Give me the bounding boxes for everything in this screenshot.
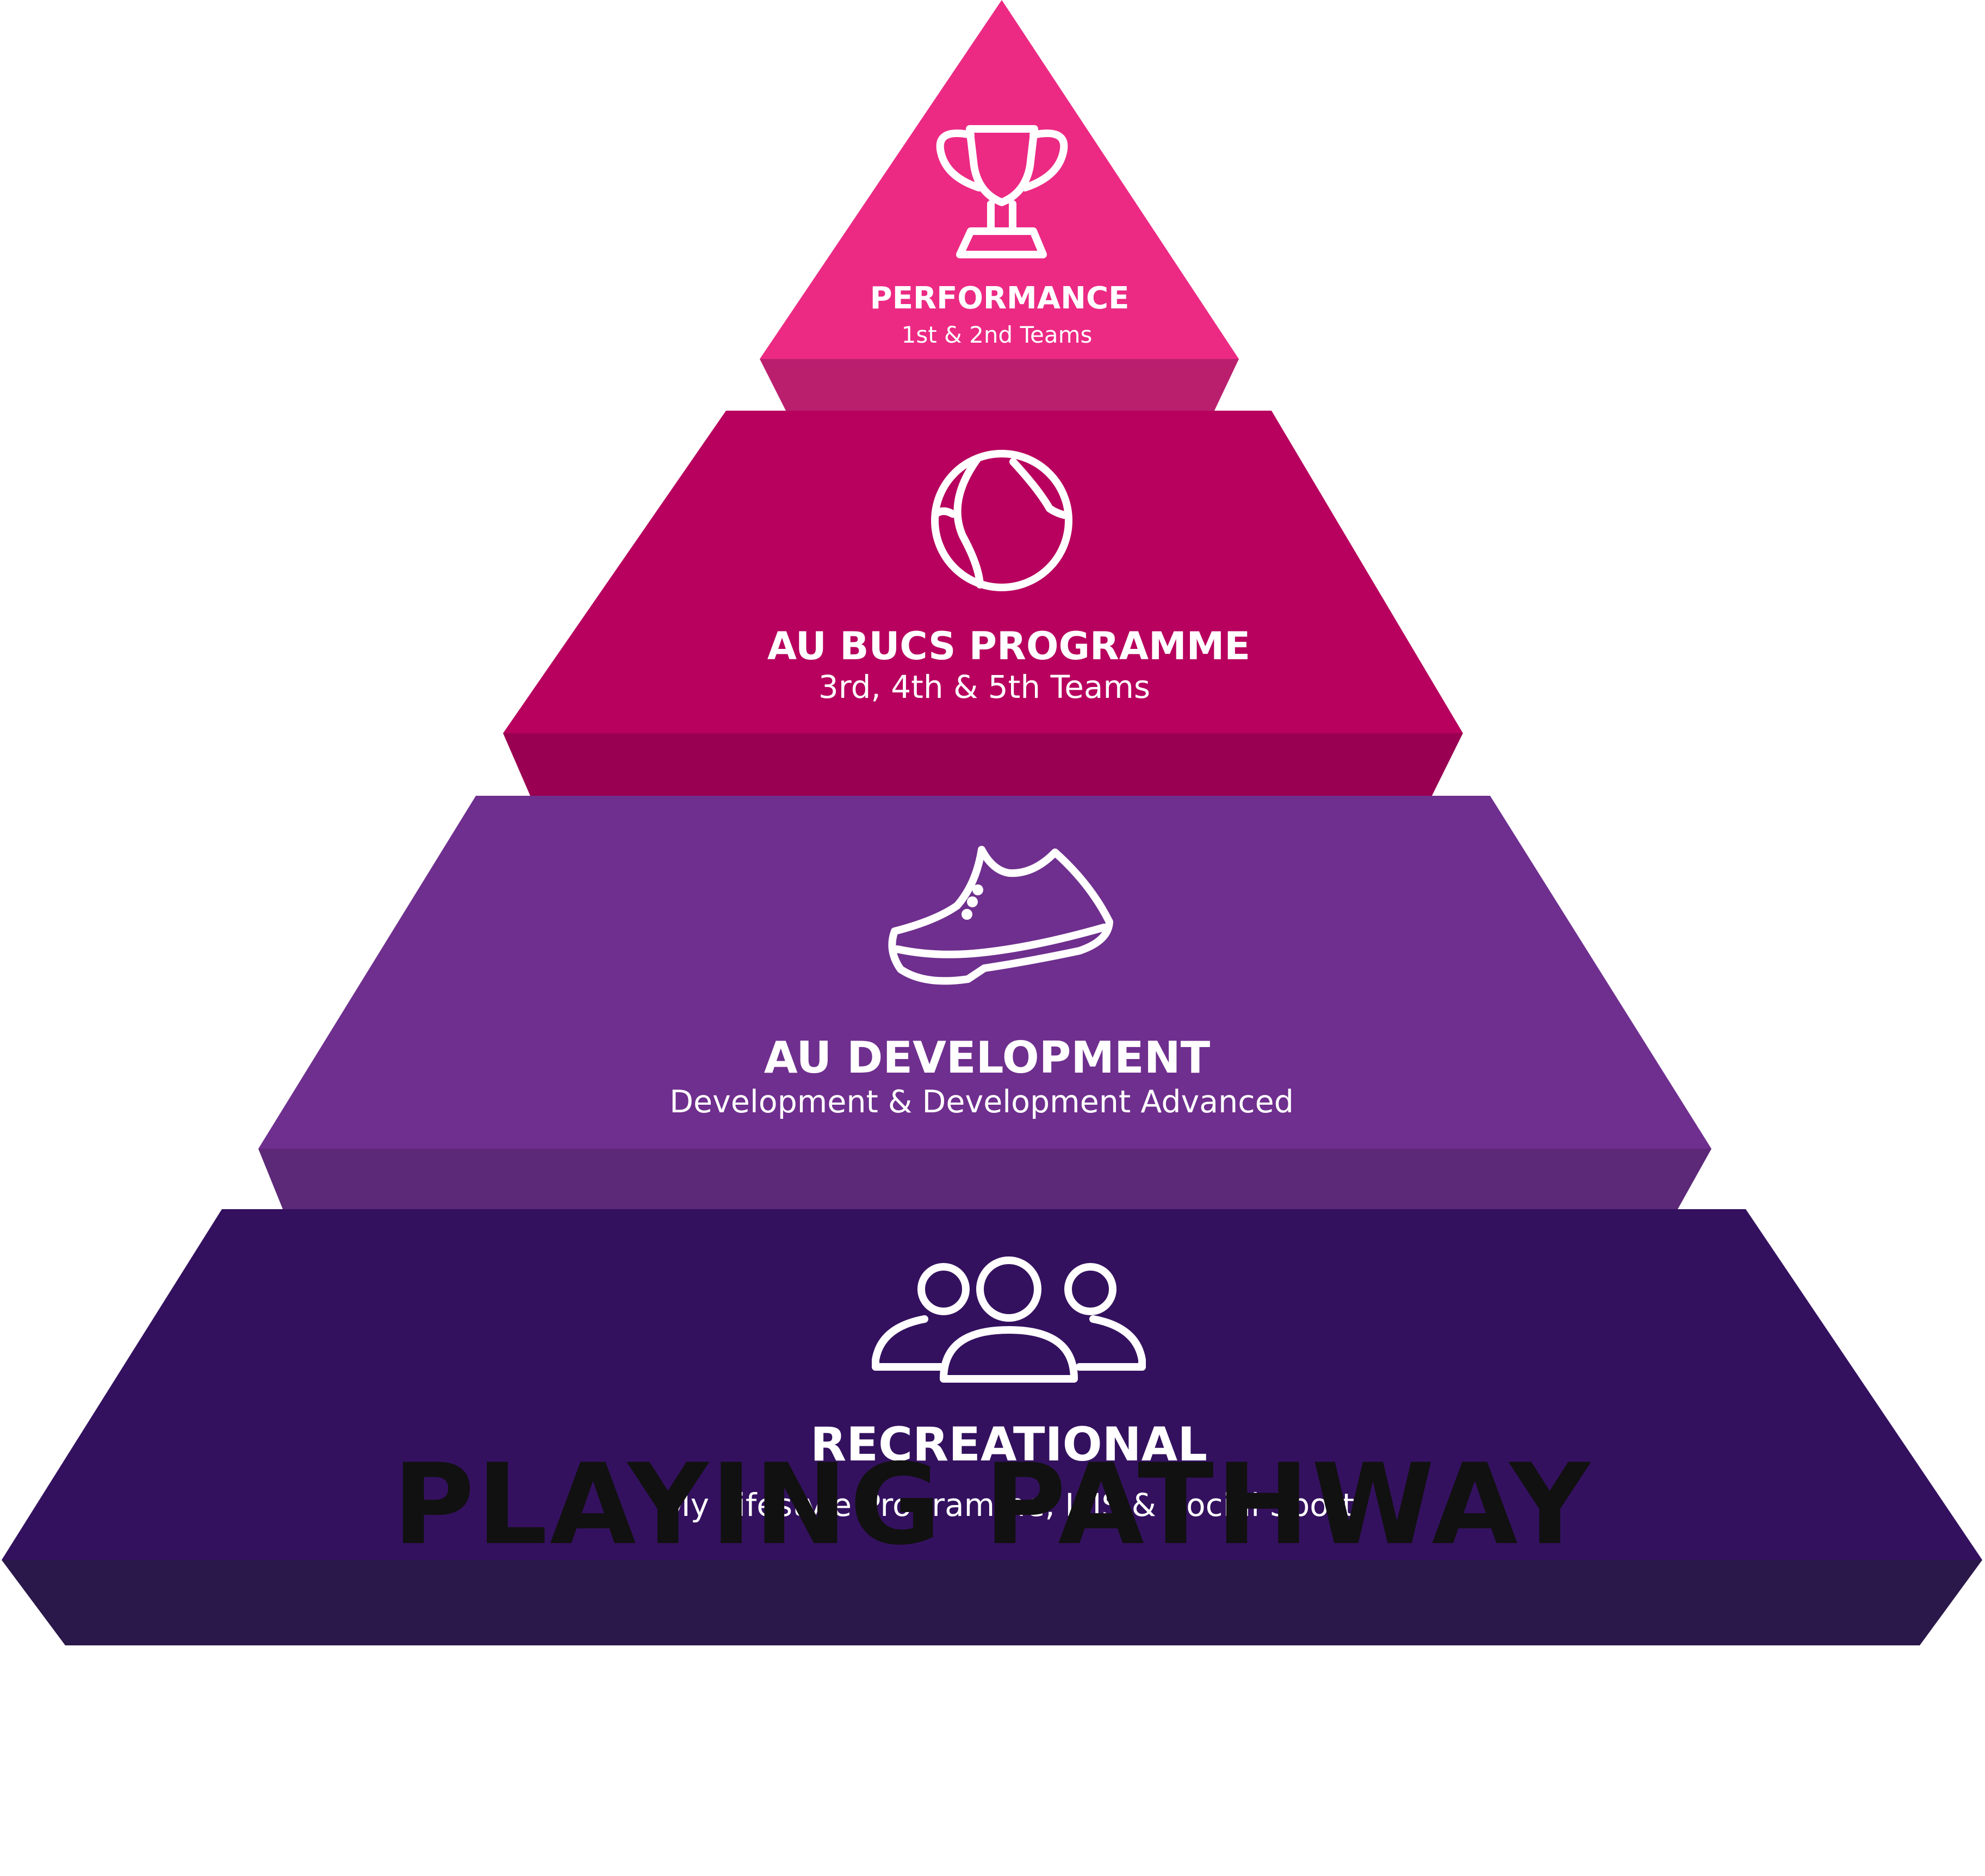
tier-performance: PERFORMANCE 1st & 2nd Teams	[760, 0, 1239, 411]
tier-au-bucs-programme-face	[503, 411, 1463, 733]
trophy-icon	[936, 125, 1068, 258]
tier-performance-title: PERFORMANCE	[870, 281, 1130, 316]
tier-au-development: AU DEVELOPMENT Development & Development…	[258, 796, 1711, 1209]
tier-performance-side	[760, 359, 1239, 411]
tier-recreational-title: RECREATIONAL	[810, 1417, 1207, 1472]
tier-au-development-subtitle: Development & Development Advanced	[669, 1084, 1294, 1120]
people-group-icon	[872, 1256, 1146, 1383]
tier-recreational-subtitle: My Lifestyle Programme, IMS & Social Spo…	[663, 1487, 1355, 1524]
tier-performance-subtitle: 1st & 2nd Teams	[902, 321, 1093, 348]
tier-au-bucs-programme-subtitle: 3rd, 4th & 5th Teams	[818, 668, 1150, 705]
shoe-icon	[888, 846, 1113, 985]
diagram-title: PLAYING PATHWAY	[393, 1440, 1592, 1570]
tier-au-bucs-programme: AU BUCS PROGRAMME 3rd, 4th & 5th Teams	[503, 411, 1463, 796]
tier-recreational-face	[2, 1209, 1982, 1560]
tier-au-development-title: AU DEVELOPMENT	[764, 1032, 1211, 1083]
tier-au-bucs-programme-side	[503, 733, 1463, 796]
tier-au-bucs-programme-title: AU BUCS PROGRAMME	[767, 624, 1250, 668]
ball-icon	[931, 450, 1072, 591]
tier-performance-face	[760, 0, 1239, 359]
tier-au-development-side	[258, 1149, 1711, 1209]
tier-recreational-side	[2, 1560, 1982, 1645]
tier-recreational: RECREATIONAL My Lifestyle Programme, IMS…	[2, 1209, 1982, 1645]
